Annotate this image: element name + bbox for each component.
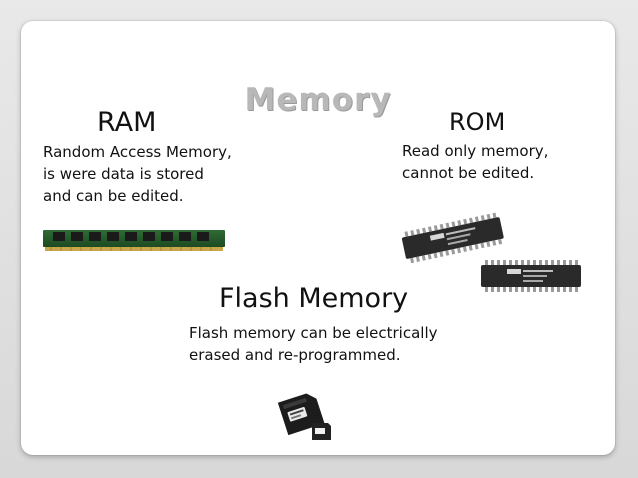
slide-card: Memory RAM Random Access Memory, is were… [21,21,615,455]
ram-heading: RAM [97,107,157,138]
ram-description: Random Access Memory, is were data is st… [43,143,232,205]
ram-stick-icon [43,230,225,251]
rom-description: Read only memory, cannot be edited. [402,142,549,182]
rom-chip-icon [401,212,581,292]
flash-memory-description: Flash memory can be electrically erased … [189,324,438,364]
slide-title: Memory [244,82,392,118]
flash-memory-heading: Flash Memory [219,283,409,314]
rom-heading: ROM [449,108,506,136]
microsd-card-icon [277,393,331,440]
